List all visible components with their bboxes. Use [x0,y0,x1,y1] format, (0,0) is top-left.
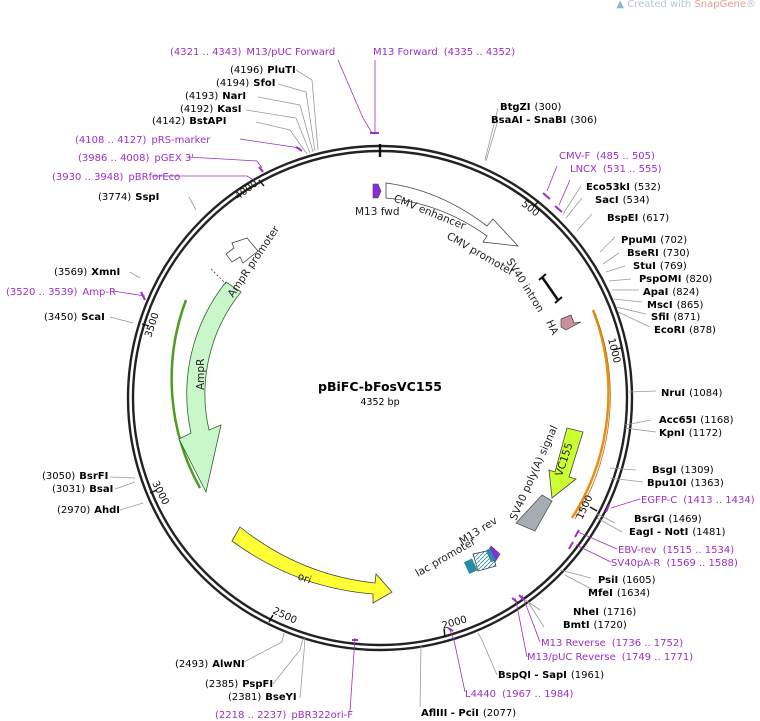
site-apai: ApaI(824) [643,287,699,298]
site-btgzi: BtgZI(300) [500,102,562,113]
site-xmni: (3569)XmnI [54,267,120,278]
sv40-polya-block [515,494,553,532]
feature-label-ampr-promoter: AmpR promoter [226,223,283,299]
site-stui: StuI(769) [633,261,687,272]
snapgene-credit: ▲ Created with SnapGene® [616,0,756,10]
primer-m13-reverse: M13 Reverse(1736 .. 1752) [541,638,683,649]
primer-pbrforeco: (3930 .. 3948)pBRforEco [52,172,180,183]
primer-lncx: LNCX(531 .. 555) [570,164,662,175]
site-nrui: NruI(1084) [661,388,722,399]
snapgene-logo-icon: ▲ [616,0,628,10]
site-bseri: BseRI(730) [627,248,690,259]
feature-label-m13-fwd: M13 fwd [355,206,400,218]
site-eco53ki: Eco53kI(532) [586,182,661,193]
feature-label-sv40-intron: SV40 intron [503,256,546,314]
ampr-promoter-arrow [225,237,259,264]
site-bsrgi: BsrGI(1469) [634,514,702,525]
site-bspei: BspEI(617) [607,213,669,224]
primer-labels: (4321 .. 4343)M13/pUC Forward M13 Forwar… [6,47,755,721]
site-bsai: (3031)BsaI [52,484,113,495]
feature-label-ori: ori [296,571,313,587]
ori-arrow [231,526,393,604]
site-sfoi: (4194)SfoI [216,78,275,89]
plasmid-name: pBiFC-bFosVC155 [318,379,442,394]
primer-pbr322ori-f: (2218 .. 2237)pBR322ori-F [215,710,353,721]
primer-ebv-rev: EBV-rev(1515 .. 1534) [618,545,734,556]
site-bsaai: BsaAI - SnaBI(306) [491,115,597,126]
site-kasi: (4192)KasI [180,104,241,115]
site-pspfi: (2385)PspFI [205,679,273,690]
site-sspi: (3774)SspI [98,192,159,203]
primer-l4440: L4440(1967 .. 1984) [465,689,574,700]
orange-arc [570,309,610,519]
site-bmti: BmtI(1720) [563,620,627,631]
green-arc [170,299,202,489]
site-nhei: NheI(1716) [573,607,636,618]
site-bsrfi: (3050)BsrFI [42,471,108,482]
site-scai: (3450)ScaI [44,312,105,323]
site-ahdi: (2970)AhdI [57,505,120,516]
sv40-intron-bar [540,276,560,301]
site-psii: PsiI(1605) [598,575,656,586]
site-bspqi-sapi: BspQI - SapI(1961) [498,670,604,681]
feature-label-lac-promoter: lac promoter [414,535,479,579]
site-pspomi: PspOMI(820) [639,274,712,285]
site-mfei: MfeI(1634) [588,588,650,599]
tick-marks [141,179,622,638]
site-afliii-pcii: AflIII - PciI(2077) [421,708,516,719]
site-alwni: (2493)AlwNI [175,659,245,670]
site-bseyi: (2381)BseYI [228,692,297,703]
site-ppumi: PpuMI(702) [621,235,687,246]
primer-m13-puc-reverse: M13/pUC Reverse(1749 .. 1771) [527,652,693,663]
primer-marks [140,132,610,641]
enzyme-labels: BtgZI(300) BsaAI - SnaBI(306) Eco53kI(53… [42,65,734,719]
vc155-arrow [548,427,584,499]
site-kpni: KpnI(1172) [659,428,722,439]
tick-label-4000: 4000 [233,178,260,202]
primer-amp-r: (3520 .. 3539)Amp-R [6,287,116,298]
primer-m13-puc-forward: (4321 .. 4343)M13/pUC Forward [170,47,335,58]
feature-label-ha: HA [543,318,561,337]
primer-sv40pa-r: SV40pA-R(1569 .. 1588) [611,558,738,569]
site-acc65i: Acc65I(1168) [659,415,734,426]
site-msci: MscI(865) [647,300,704,311]
leader-lines [109,59,657,712]
cmv-enhancer-arrow [385,182,520,247]
site-saci: SacI(534) [595,195,650,206]
primer-egfp-c: EGFP-C(1413 .. 1434) [641,495,755,506]
site-bpu10i: Bpu10I(1363) [647,478,724,489]
primer-prs-marker: (4108 .. 4127)pRS-marker [75,135,211,146]
primer-pgex3: (3986 .. 4008)pGEX 3' [78,153,194,164]
primer-cmv-f: CMV-F(485 .. 505) [559,151,655,162]
site-pluti: (4196)PluTI [230,65,296,76]
site-eagi-noti: EagI - NotI(1481) [629,527,726,538]
site-ecori: EcoRI(878) [654,325,716,336]
plasmid-size: 4352 bp [360,397,399,408]
site-bstapi: (4142)BstAPI [152,116,226,127]
ampr-arrow [178,281,242,494]
ha-arrow [560,314,582,331]
tick-label-2500: 2500 [271,606,299,627]
m13fwd-arrow [372,183,382,199]
site-nari: (4193)NarI [185,91,246,102]
site-bsgi: BsgI(1309) [652,465,714,476]
primer-m13-forward: M13 Forward(4335 .. 4352) [373,47,515,58]
site-sfii: SfiI(871) [651,312,700,323]
feature-label-ampr: AmpR [195,359,207,390]
